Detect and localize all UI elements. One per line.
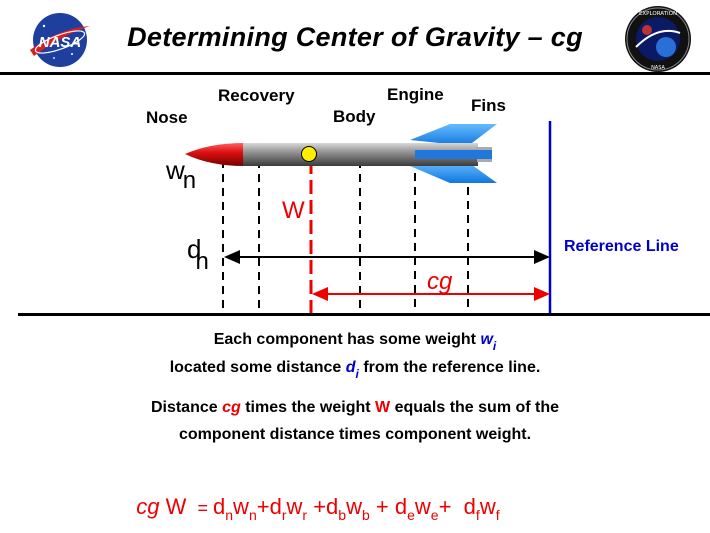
label-body: Body xyxy=(333,107,376,126)
fin-top xyxy=(410,124,497,146)
rocket-body xyxy=(243,143,478,166)
label-nose: Nose xyxy=(146,108,188,127)
text-line-2: located some distance di from the refere… xyxy=(169,359,541,381)
eq-term-e: dewe+ xyxy=(394,494,464,523)
diagram-divider xyxy=(18,313,710,316)
eq-term-r: drwr + xyxy=(269,494,327,523)
distance-nose-label: dn xyxy=(187,234,209,275)
text-line-1: Each component has some weight wi xyxy=(213,331,497,353)
text-line-3: Distance cg times the weight W equals th… xyxy=(150,399,560,416)
rocket xyxy=(185,124,497,183)
reference-line-label: Reference Line xyxy=(564,238,679,255)
cg-dot xyxy=(301,146,317,162)
cg-label: cg xyxy=(427,268,453,295)
nasa-logo: NASA xyxy=(24,10,94,70)
exploration-logo: EXPLORATION NASA xyxy=(622,3,694,75)
svg-text:NASA: NASA xyxy=(651,65,665,71)
exploration-seal-icon: EXPLORATION NASA xyxy=(625,6,691,72)
eq-term-n: dnwn+ xyxy=(213,494,270,523)
label-fins: Fins xyxy=(471,96,506,115)
label-engine: Engine xyxy=(387,85,444,104)
fin-bottom xyxy=(410,162,497,183)
header-divider xyxy=(0,72,710,75)
eq-term-b: dbwb + xyxy=(326,494,395,523)
eq-term-f: dfwf xyxy=(463,494,500,523)
label-recovery: Recovery xyxy=(218,86,295,105)
text-line-4: component distance times component weigh… xyxy=(178,426,532,443)
svg-text:NASA: NASA xyxy=(39,34,82,51)
total-weight-label: W xyxy=(282,197,305,224)
nasa-meatball-icon: NASA xyxy=(30,13,90,67)
cg-equation: cg W = dnwn+drwr +dbwb + dewe+ dfwf xyxy=(136,494,500,523)
svg-text:EXPLORATION: EXPLORATION xyxy=(639,11,677,17)
weight-nose-label: wn xyxy=(166,155,197,194)
rocket-nose xyxy=(185,143,244,166)
page-title: Determining Center of Gravity – cg xyxy=(127,22,583,52)
